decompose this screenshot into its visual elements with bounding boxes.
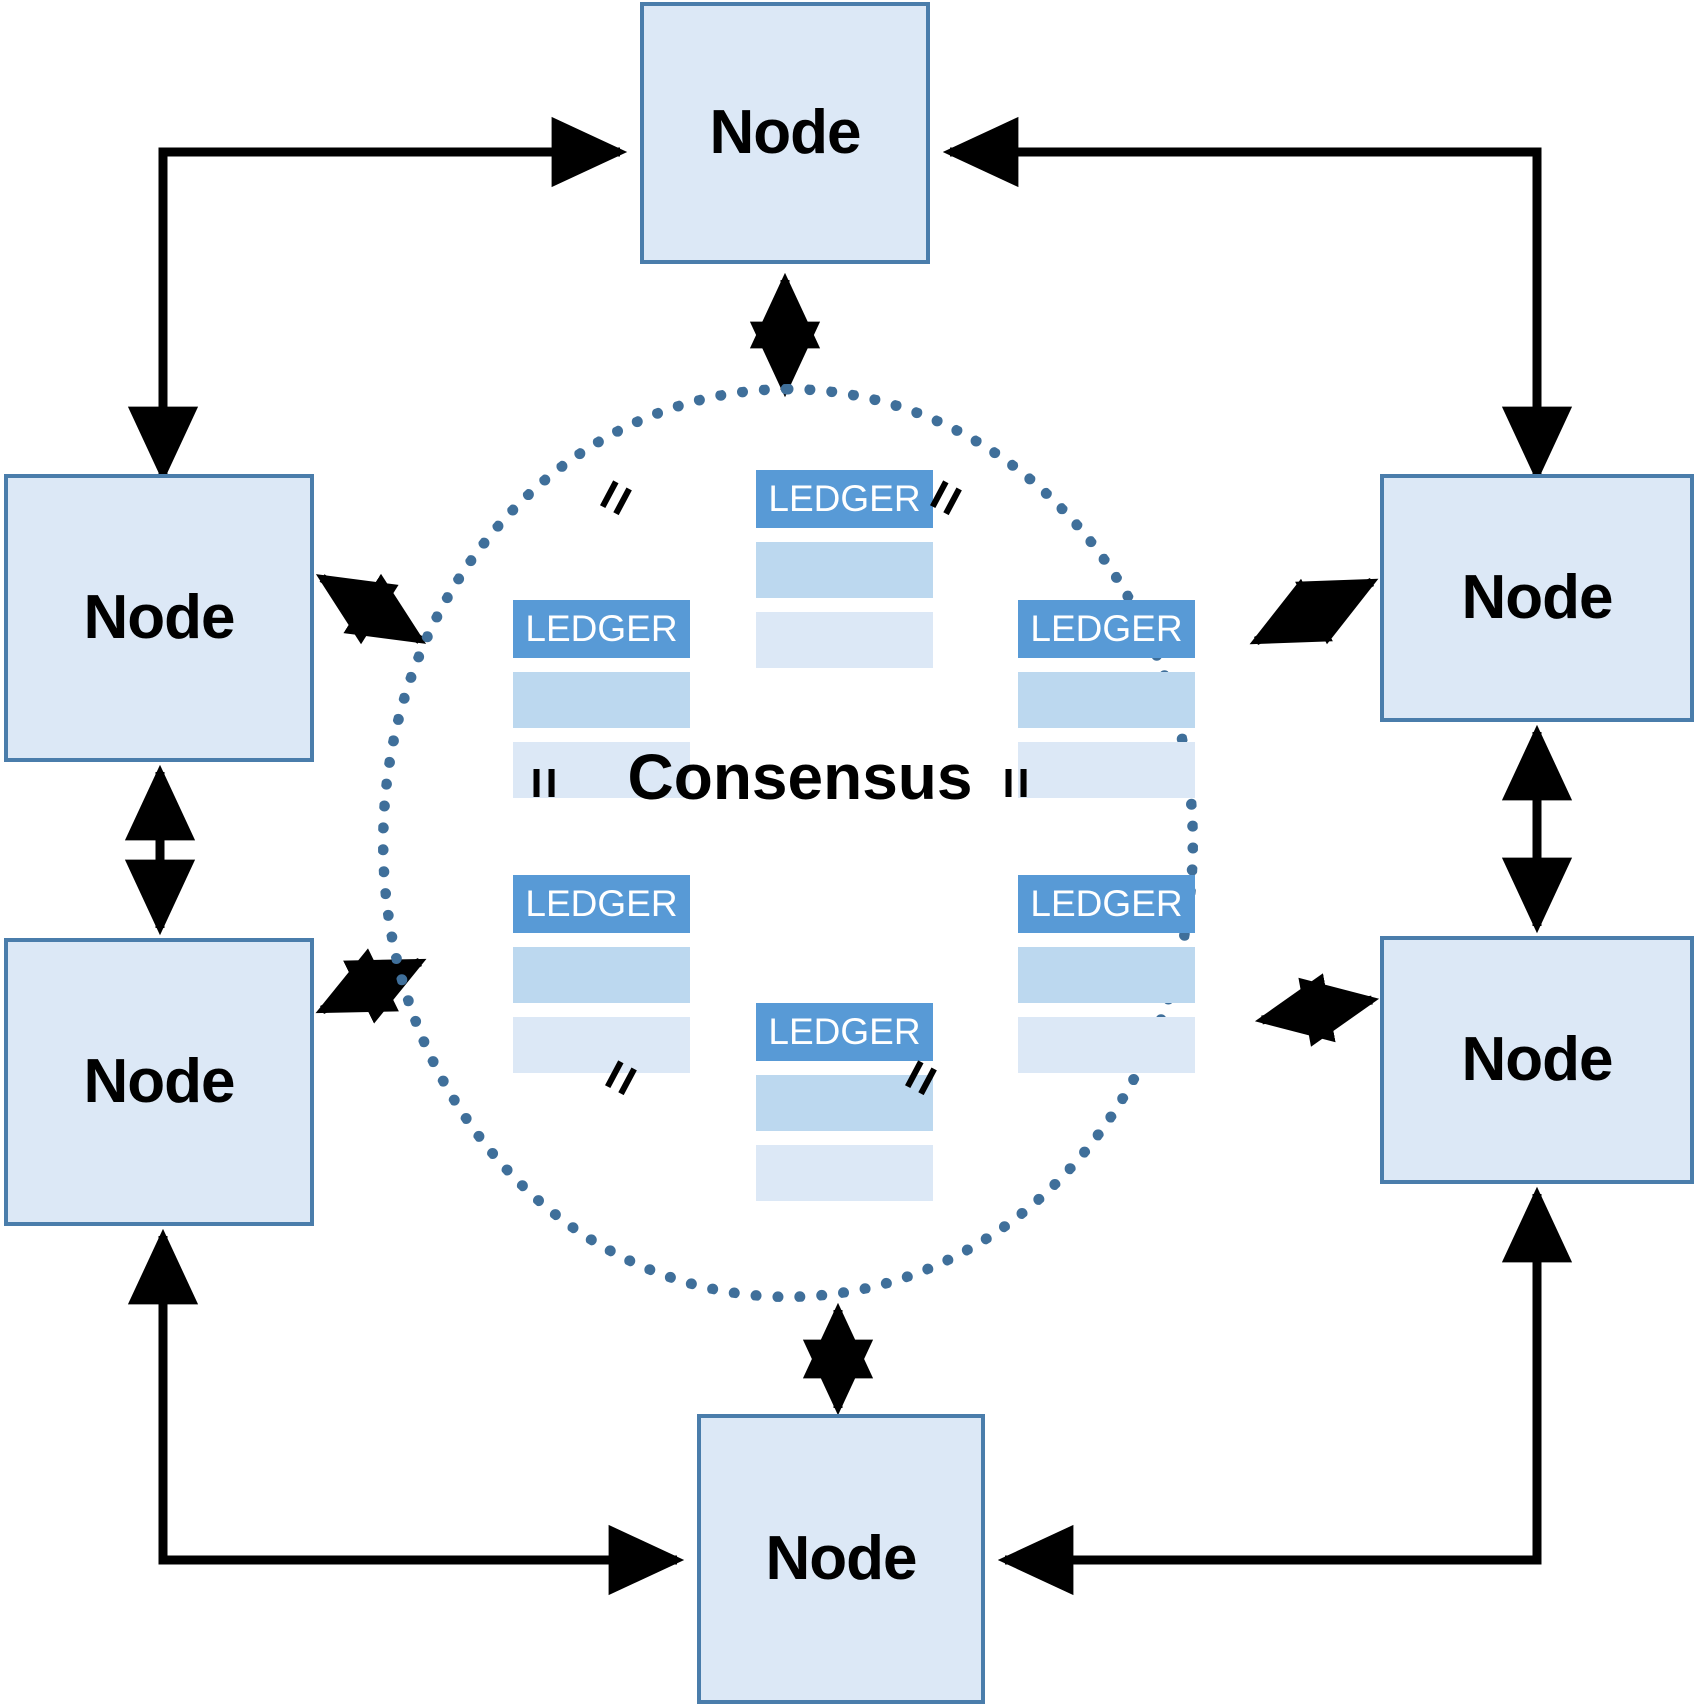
- ledger-row: [756, 612, 933, 668]
- spoke-right-lower: [1254, 973, 1380, 1047]
- ledger-row: [1018, 1017, 1195, 1073]
- ledger-row: [513, 742, 690, 798]
- node-label: Node: [83, 583, 236, 652]
- ledger-card-right-upper[interactable]: LEDGER: [1018, 600, 1195, 798]
- node-box-right-upper[interactable]: Node: [1380, 474, 1694, 722]
- connector-lefttop-to-top: [127, 116, 628, 483]
- ledger-header-label: LEDGER: [756, 470, 933, 528]
- spoke-left-upper: [315, 573, 427, 645]
- ledger-row: [756, 1075, 933, 1131]
- node-label: Node: [709, 98, 862, 167]
- connector-top-to-righttop: [942, 116, 1573, 483]
- connector-bottom-to-rightbottom: [997, 1186, 1573, 1596]
- ledger-row: [513, 1017, 690, 1073]
- consensus-label: Consensus: [627, 741, 973, 813]
- node-box-bottom[interactable]: Node: [697, 1414, 985, 1704]
- ledger-card-bottom[interactable]: LEDGER: [756, 1003, 933, 1201]
- ledger-row: [1018, 947, 1195, 1003]
- node-box-left-lower[interactable]: Node: [4, 938, 314, 1226]
- ledger-header-label: LEDGER: [756, 1003, 933, 1061]
- node-label: Node: [83, 1047, 236, 1116]
- consensus-boundary-circle: [378, 384, 1198, 1302]
- node-box-right-lower[interactable]: Node: [1380, 936, 1694, 1184]
- ledger-row: [1018, 672, 1195, 728]
- connector-leftbottom-to-bottom: [127, 1228, 685, 1596]
- ledger-header-label: LEDGER: [513, 600, 690, 658]
- ledger-row: [513, 947, 690, 1003]
- ledger-row: [756, 542, 933, 598]
- node-box-left-upper[interactable]: Node: [4, 474, 314, 762]
- ledger-card-top[interactable]: LEDGER: [756, 470, 933, 668]
- ledger-header-label: LEDGER: [513, 875, 690, 933]
- ledger-header-label: LEDGER: [1018, 600, 1195, 658]
- spoke-right-upper: [1249, 577, 1379, 646]
- node-box-top[interactable]: Node: [640, 2, 930, 264]
- ledger-row: [756, 1145, 933, 1201]
- ledger-row: [1018, 742, 1195, 798]
- ledger-row: [513, 672, 690, 728]
- node-label: Node: [1461, 563, 1614, 632]
- ledger-card-left-lower[interactable]: LEDGER: [513, 875, 690, 1073]
- ledger-card-right-lower[interactable]: LEDGER: [1018, 875, 1195, 1073]
- ledger-card-left-upper[interactable]: LEDGER: [513, 600, 690, 798]
- node-label: Node: [1461, 1025, 1614, 1094]
- ledger-header-label: LEDGER: [1018, 875, 1195, 933]
- node-label: Node: [765, 1524, 918, 1593]
